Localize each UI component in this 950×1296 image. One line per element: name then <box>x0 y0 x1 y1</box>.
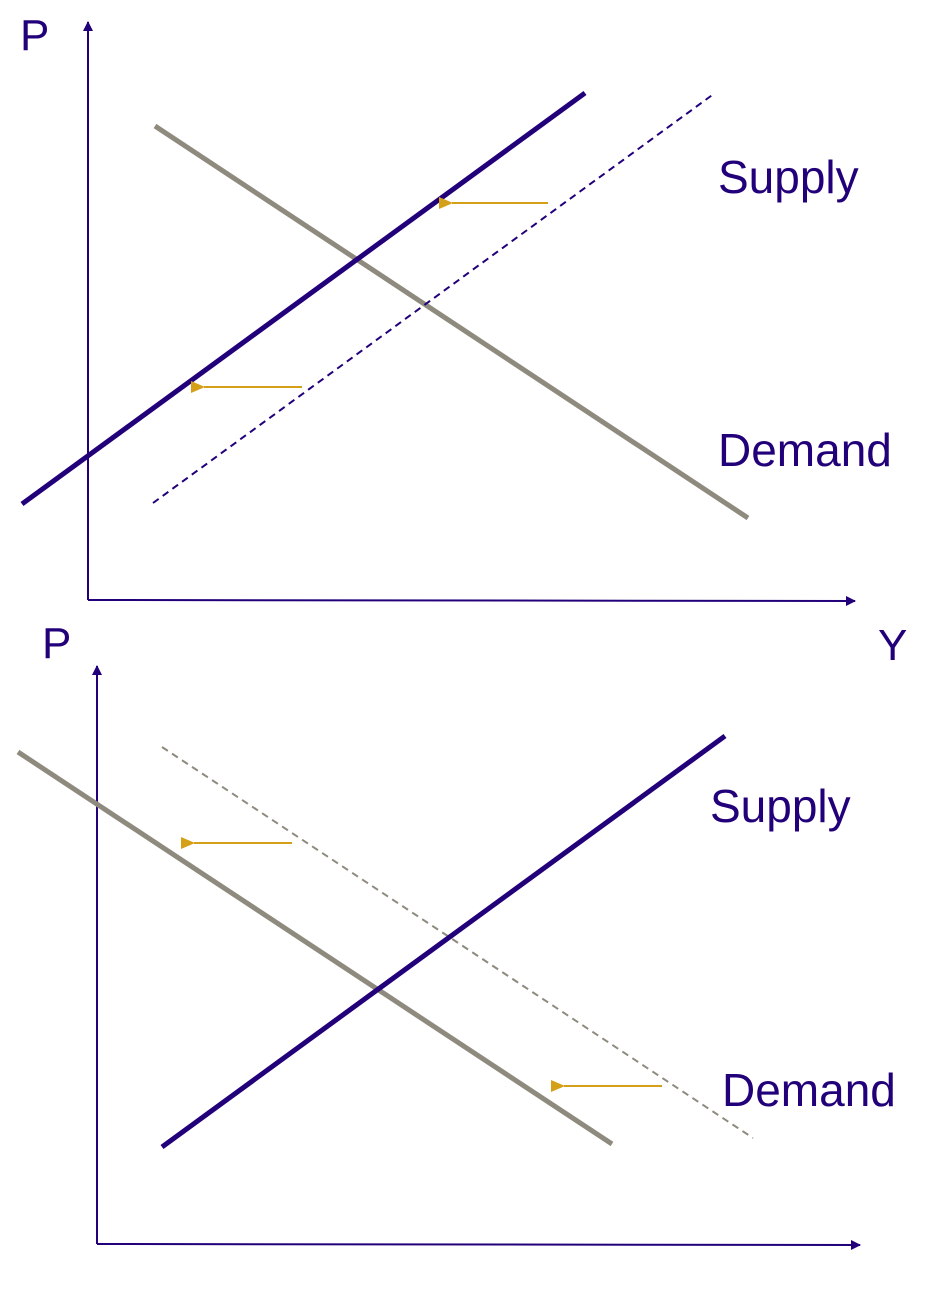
bottom-diagram: P Supply Demand <box>16 619 896 1250</box>
top-supply-label: Supply <box>718 151 859 203</box>
top-x-axis-label: Y <box>878 621 907 670</box>
bottom-demand-label: Demand <box>722 1064 896 1116</box>
top-original-supply-curve-dashed <box>152 92 716 504</box>
bottom-original-demand-curve-dashed <box>161 746 754 1139</box>
top-diagram: P Y Supply Demand <box>20 11 907 670</box>
bottom-y-axis-label: P <box>42 619 71 668</box>
bottom-supply-label: Supply <box>710 780 851 832</box>
bottom-supply-curve <box>160 733 727 1150</box>
top-y-axis-label: P <box>20 11 49 60</box>
top-x-axis <box>87 595 856 606</box>
bottom-x-axis <box>96 1239 861 1250</box>
bottom-new-demand-curve <box>16 749 614 1147</box>
top-demand-label: Demand <box>718 424 892 476</box>
top-demand-curve <box>153 123 750 521</box>
top-new-supply-curve <box>20 90 587 507</box>
